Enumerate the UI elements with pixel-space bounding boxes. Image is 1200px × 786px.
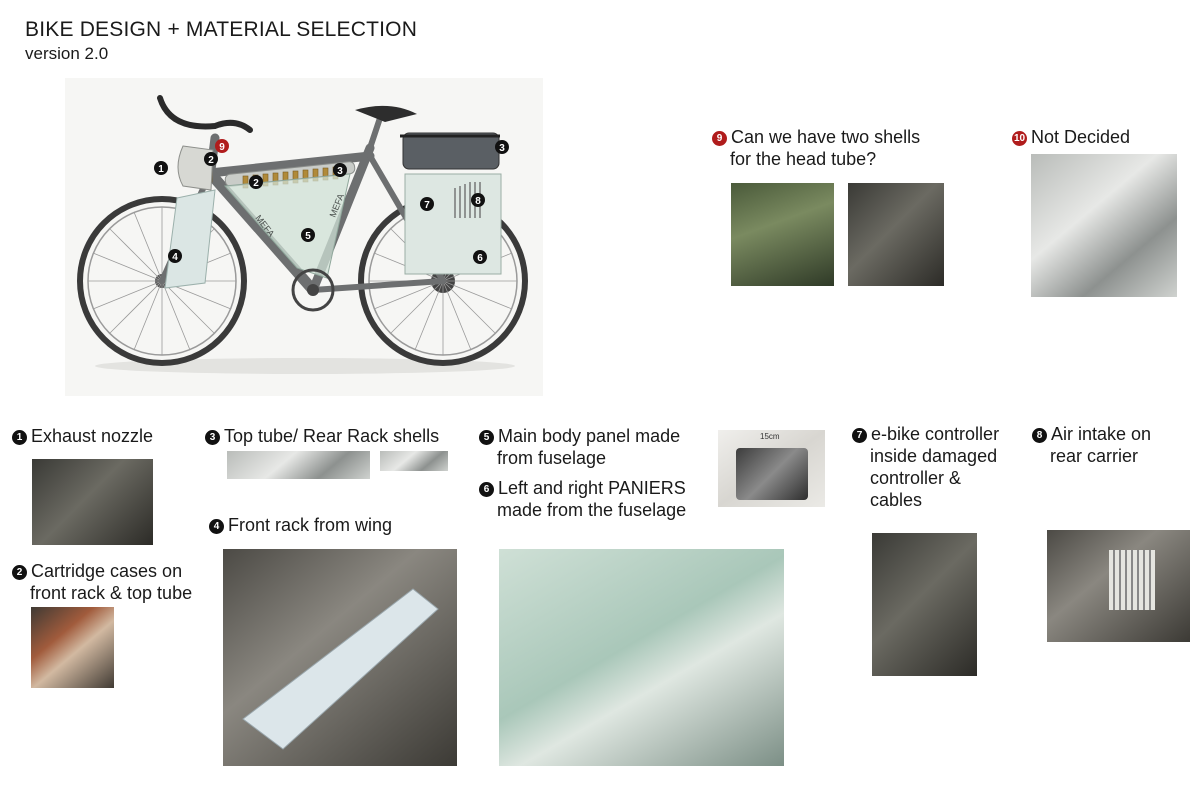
- fuselage-panel-photo: [499, 549, 784, 766]
- badge-8: 8: [1032, 428, 1047, 443]
- badge-1: 1: [12, 430, 27, 445]
- badge-6: 6: [479, 482, 494, 497]
- svg-text:8: 8: [475, 196, 481, 207]
- top-tube-shell-photo: [227, 451, 370, 479]
- svg-text:2: 2: [253, 178, 259, 189]
- pannier-bag-photo: 15cm: [718, 430, 825, 507]
- badge-2: 2: [12, 565, 27, 580]
- cartridge-cases-photo: [31, 607, 114, 688]
- page-title: BIKE DESIGN + MATERIAL SELECTION: [25, 18, 418, 41]
- badge-4: 4: [209, 519, 224, 534]
- head-tube-photo-1: [731, 183, 834, 286]
- svg-text:6: 6: [477, 253, 483, 264]
- exhaust-nozzle-photo: [32, 459, 153, 545]
- head-tube-photo-2: [848, 183, 944, 286]
- svg-text:3: 3: [337, 166, 343, 177]
- controller-photo: [872, 533, 977, 676]
- svg-text:3: 3: [499, 143, 505, 154]
- badge-9: 9: [712, 131, 727, 146]
- rear-rack-shell-photo: [380, 451, 448, 471]
- bike-illustration: MEFA MEFA 1 2 9 2 3 3 4 5 6 7 8: [65, 78, 543, 396]
- bag-ruler-label: 15cm: [760, 432, 780, 441]
- page-subtitle: version 2.0: [25, 44, 109, 63]
- wing-photo: [223, 549, 457, 766]
- badge-3: 3: [205, 430, 220, 445]
- badge-10: 10: [1012, 131, 1027, 146]
- bike-markers: 1 2 9 2 3 3 4 5 6 7 8: [154, 139, 509, 264]
- not-decided-photo: [1031, 154, 1177, 297]
- svg-text:4: 4: [172, 252, 178, 263]
- svg-text:9: 9: [219, 142, 225, 153]
- badge-5: 5: [479, 430, 494, 445]
- air-intake-photo: [1047, 530, 1190, 642]
- svg-text:7: 7: [424, 200, 430, 211]
- air-intake-grille: [1109, 550, 1155, 610]
- svg-text:1: 1: [158, 164, 164, 175]
- badge-7: 7: [852, 428, 867, 443]
- svg-text:2: 2: [208, 155, 214, 166]
- bag-shape: [736, 448, 808, 500]
- wing-shape: [242, 588, 439, 750]
- svg-text:5: 5: [305, 231, 311, 242]
